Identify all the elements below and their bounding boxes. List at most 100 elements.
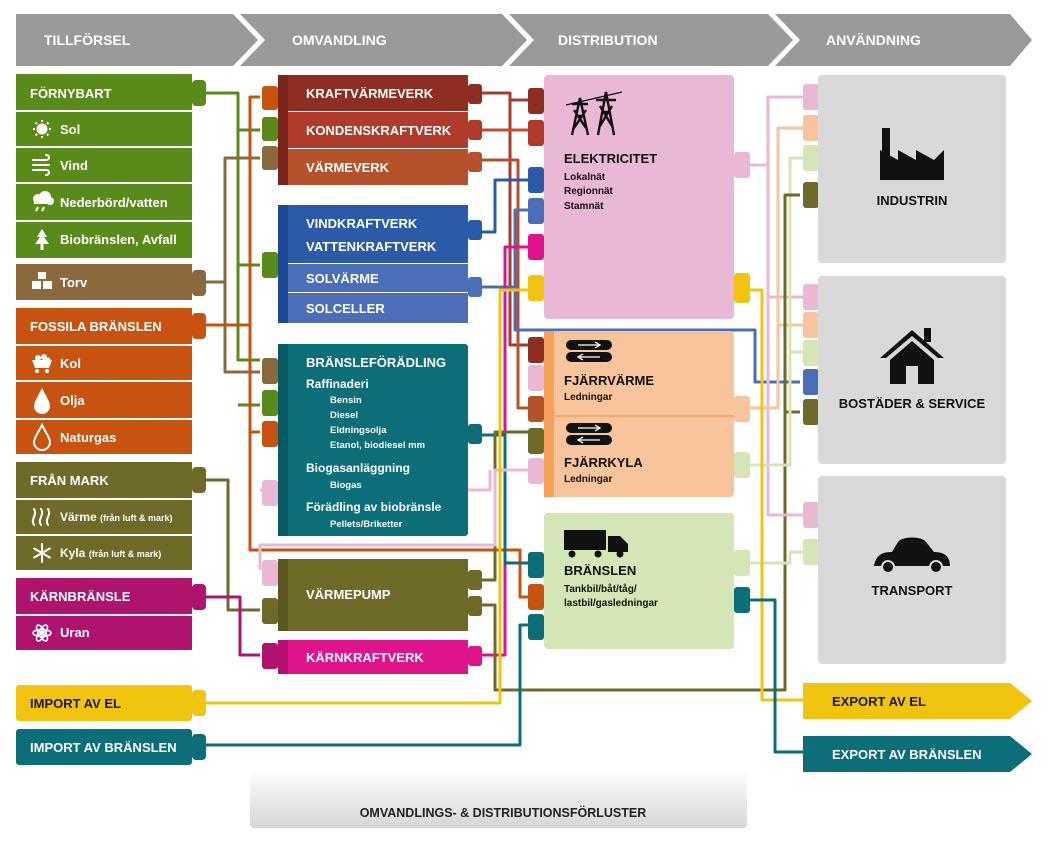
oil-drop-icon <box>34 388 50 414</box>
power-pylon-icon <box>565 91 623 136</box>
vindkraftverk-label: VINDKRAFTVERK <box>306 216 418 231</box>
flow-mark-varmepump <box>190 478 260 612</box>
flow-fossil-foradling <box>248 325 260 434</box>
foradling-bio-label: Förädling av biobränsle <box>306 500 442 514</box>
import-el-connector <box>192 690 206 716</box>
import-el-box[interactable] <box>16 685 192 721</box>
bensin-label: Bensin <box>330 395 362 406</box>
transport-box[interactable] <box>818 476 1006 664</box>
stage-distribution-arrow <box>509 14 793 66</box>
elektricitet-label: ELEKTRICITET <box>564 151 657 166</box>
input-port-pink-2 <box>262 560 278 586</box>
el-out-pink <box>734 152 750 178</box>
bio-label: Biobränslen, Avfall <box>60 232 177 247</box>
import-bransle-box[interactable] <box>16 729 192 765</box>
output-port-teal-1 <box>468 424 482 444</box>
fornybart-header[interactable] <box>16 74 192 110</box>
import-bransle-connector <box>192 734 206 760</box>
karnkraft-left-stripe <box>278 640 288 674</box>
varmepump-box[interactable] <box>278 559 468 631</box>
flow-fornybart-kraftvarme <box>205 91 260 362</box>
lokalnat-label: Lokalnät <box>564 172 606 183</box>
input-port-brown-1 <box>262 146 278 170</box>
biogas-label: Biogas <box>330 480 362 491</box>
stage-anvandning-arrow <box>775 14 1032 66</box>
losses-box[interactable] <box>250 770 747 828</box>
flow-varmeverk-fjarr <box>480 158 530 410</box>
flow-torv-foradling <box>223 282 260 374</box>
el-port-blue-1 <box>528 167 544 193</box>
flow-torv-varmeverk <box>205 156 260 284</box>
input-port-green-2 <box>262 252 278 278</box>
foradling-left-stripe <box>278 344 288 536</box>
losses-section: OMVANDLINGS- & DISTRIBUTIONSFÖRLUSTER <box>250 770 747 828</box>
fossila-header[interactable] <box>16 308 192 344</box>
elektricitet-box[interactable] <box>544 75 734 319</box>
chp-left-stripe <box>278 75 288 185</box>
fornybart-connector <box>192 80 206 106</box>
torv-row[interactable] <box>16 264 192 300</box>
ind-port-pink <box>803 84 819 110</box>
karnbransle-label: KÄRNBRÄNSLE <box>30 589 131 604</box>
stage-label-omvandling: OMVANDLING <box>292 32 387 48</box>
input-port-green-3 <box>262 390 278 416</box>
flow-fjarr-industri <box>750 126 805 410</box>
torv-connector <box>192 270 206 296</box>
rain-cloud-icon <box>33 191 54 212</box>
flow-bransle-export <box>750 598 805 754</box>
naturgas-label: Naturgas <box>60 430 116 445</box>
atom-icon <box>32 624 52 642</box>
varme-note: (från luft & mark) <box>100 513 173 523</box>
solvarme-label: SOLVÄRME <box>306 271 379 286</box>
trans-port-pink <box>803 502 819 528</box>
varme-row[interactable] <box>16 500 192 534</box>
sun-icon <box>33 120 51 138</box>
flow-karn-karnkraft <box>190 595 260 657</box>
output-port-magenta-1 <box>468 646 482 666</box>
vind-vatten-box[interactable] <box>278 205 468 263</box>
flow-lines <box>190 91 805 754</box>
stage-label-anvandning: ANVÄNDNING <box>826 32 921 48</box>
export-bransle-arrow[interactable] <box>803 736 1032 772</box>
kyla-label: Kyla (från luft & mark) <box>60 546 161 560</box>
export-bransle-label: EXPORT AV BRÄNSLEN <box>832 747 982 762</box>
flow-el-transport <box>766 297 805 517</box>
solceller-box[interactable] <box>278 293 468 323</box>
pipes-icon-1 <box>566 340 612 362</box>
varme-label: Värme (från luft & mark) <box>60 510 173 524</box>
varmeverk-box[interactable] <box>278 149 468 185</box>
input-port-olive-1 <box>262 598 278 624</box>
solvarme-box[interactable] <box>278 264 468 292</box>
house-icon <box>880 328 944 384</box>
export-el-arrow[interactable] <box>803 683 1032 719</box>
karnbransle-connector <box>192 584 206 610</box>
el-port-blue-2 <box>528 198 544 224</box>
kondenskraftverk-box[interactable] <box>278 112 468 148</box>
flow-varmepump-bostader <box>480 410 800 692</box>
import-el-label: IMPORT AV EL <box>30 696 121 711</box>
karnkraftverk-label: KÄRNKRAFTVERK <box>306 650 424 665</box>
karnkraftverk-box[interactable] <box>278 640 468 674</box>
fjarr-port-red <box>528 337 544 363</box>
kyla-row[interactable] <box>16 536 192 570</box>
vatten-label: Nederbörd/vatten <box>60 195 168 210</box>
input-port-magenta-1 <box>262 643 278 669</box>
karnbransle-header[interactable] <box>16 578 192 614</box>
pipes-icon-2 <box>566 423 612 445</box>
bransleforadling-box[interactable] <box>278 344 468 536</box>
stage-tillforsel-arrow <box>16 14 258 66</box>
fjarrkyla-sub: Ledningar <box>564 474 612 485</box>
fjarrvarme-box[interactable] <box>544 331 734 497</box>
stamnat-label: Stamnät <box>564 201 604 212</box>
wind-icon <box>32 154 50 176</box>
bost-port-pink <box>803 284 819 310</box>
bostader-box[interactable] <box>818 276 1006 464</box>
fran-mark-header[interactable] <box>16 462 192 498</box>
fjarr-port-olive <box>528 428 544 454</box>
kraftvarmeverk-box[interactable] <box>278 75 468 111</box>
bost-port-peach <box>803 312 819 338</box>
input-port-green-1 <box>262 117 278 141</box>
flow-import-bransle <box>205 623 530 747</box>
fjarr-left-stripe <box>544 331 554 497</box>
fjarr-out-peach <box>734 396 750 422</box>
